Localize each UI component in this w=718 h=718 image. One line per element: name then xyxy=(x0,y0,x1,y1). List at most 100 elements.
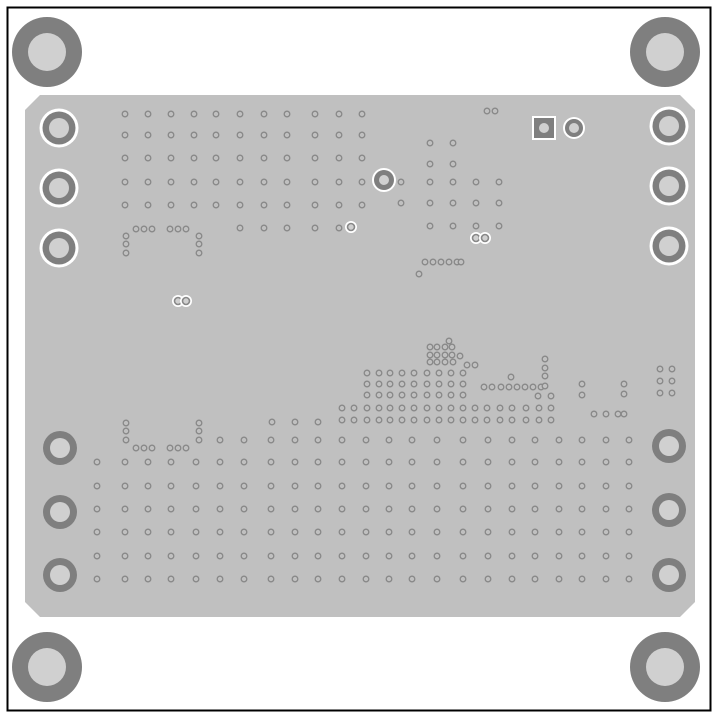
via xyxy=(385,482,393,490)
via xyxy=(488,383,496,391)
via xyxy=(267,458,275,466)
via xyxy=(435,369,443,377)
via xyxy=(236,224,244,232)
via xyxy=(121,505,129,513)
via xyxy=(283,131,291,139)
via xyxy=(535,404,543,412)
via xyxy=(363,416,371,424)
via xyxy=(508,436,516,444)
via xyxy=(397,178,405,186)
via xyxy=(578,436,586,444)
via xyxy=(398,369,406,377)
round-pad-drill xyxy=(569,123,579,133)
via xyxy=(350,404,358,412)
via xyxy=(93,458,101,466)
via xyxy=(267,436,275,444)
via xyxy=(578,482,586,490)
via xyxy=(212,154,220,162)
via xyxy=(508,404,516,412)
via xyxy=(521,383,529,391)
via xyxy=(459,552,467,560)
via xyxy=(531,528,539,536)
via xyxy=(362,458,370,466)
via xyxy=(236,110,244,118)
via xyxy=(192,482,200,490)
via xyxy=(483,107,491,115)
via xyxy=(335,224,343,232)
via xyxy=(620,410,628,418)
via xyxy=(386,380,394,388)
via xyxy=(445,337,453,345)
via xyxy=(541,382,549,390)
via xyxy=(447,369,455,377)
via xyxy=(216,528,224,536)
via xyxy=(311,131,319,139)
via xyxy=(578,528,586,536)
via xyxy=(386,369,394,377)
via xyxy=(578,380,586,388)
via xyxy=(212,110,220,118)
via xyxy=(140,225,148,233)
via xyxy=(433,552,441,560)
via xyxy=(283,178,291,186)
via xyxy=(195,249,203,257)
via xyxy=(93,575,101,583)
via xyxy=(121,131,129,139)
via xyxy=(398,404,406,412)
via xyxy=(547,404,555,412)
via xyxy=(426,358,434,366)
connector-pad-drill xyxy=(50,438,70,458)
via xyxy=(260,131,268,139)
via xyxy=(174,225,182,233)
via xyxy=(398,380,406,388)
via xyxy=(190,154,198,162)
via xyxy=(338,528,346,536)
via xyxy=(449,222,457,230)
via xyxy=(449,139,457,147)
via xyxy=(216,482,224,490)
via xyxy=(260,178,268,186)
via xyxy=(459,482,467,490)
via xyxy=(167,110,175,118)
via xyxy=(484,575,492,583)
via xyxy=(426,343,434,351)
via xyxy=(656,365,664,373)
via xyxy=(441,351,449,359)
via xyxy=(480,383,488,391)
via xyxy=(433,436,441,444)
via xyxy=(423,369,431,377)
via xyxy=(423,380,431,388)
via xyxy=(283,201,291,209)
via xyxy=(167,178,175,186)
via xyxy=(408,552,416,560)
via xyxy=(495,222,503,230)
via xyxy=(578,575,586,583)
via xyxy=(625,458,633,466)
via xyxy=(182,444,190,452)
via xyxy=(338,404,346,412)
via xyxy=(192,552,200,560)
via xyxy=(529,383,537,391)
via xyxy=(508,552,516,560)
via xyxy=(314,575,322,583)
via xyxy=(335,154,343,162)
via xyxy=(122,249,130,257)
via xyxy=(144,482,152,490)
via xyxy=(656,389,664,397)
via xyxy=(291,418,299,426)
via xyxy=(283,110,291,118)
via xyxy=(385,505,393,513)
connector-pad-drill xyxy=(659,500,679,520)
via xyxy=(457,258,465,266)
via xyxy=(483,416,491,424)
via xyxy=(167,505,175,513)
square-pad-drill xyxy=(539,123,549,133)
via xyxy=(429,258,437,266)
via xyxy=(338,505,346,513)
via xyxy=(362,552,370,560)
via xyxy=(363,380,371,388)
via xyxy=(144,110,152,118)
via xyxy=(240,528,248,536)
via xyxy=(426,160,434,168)
via xyxy=(508,458,516,466)
